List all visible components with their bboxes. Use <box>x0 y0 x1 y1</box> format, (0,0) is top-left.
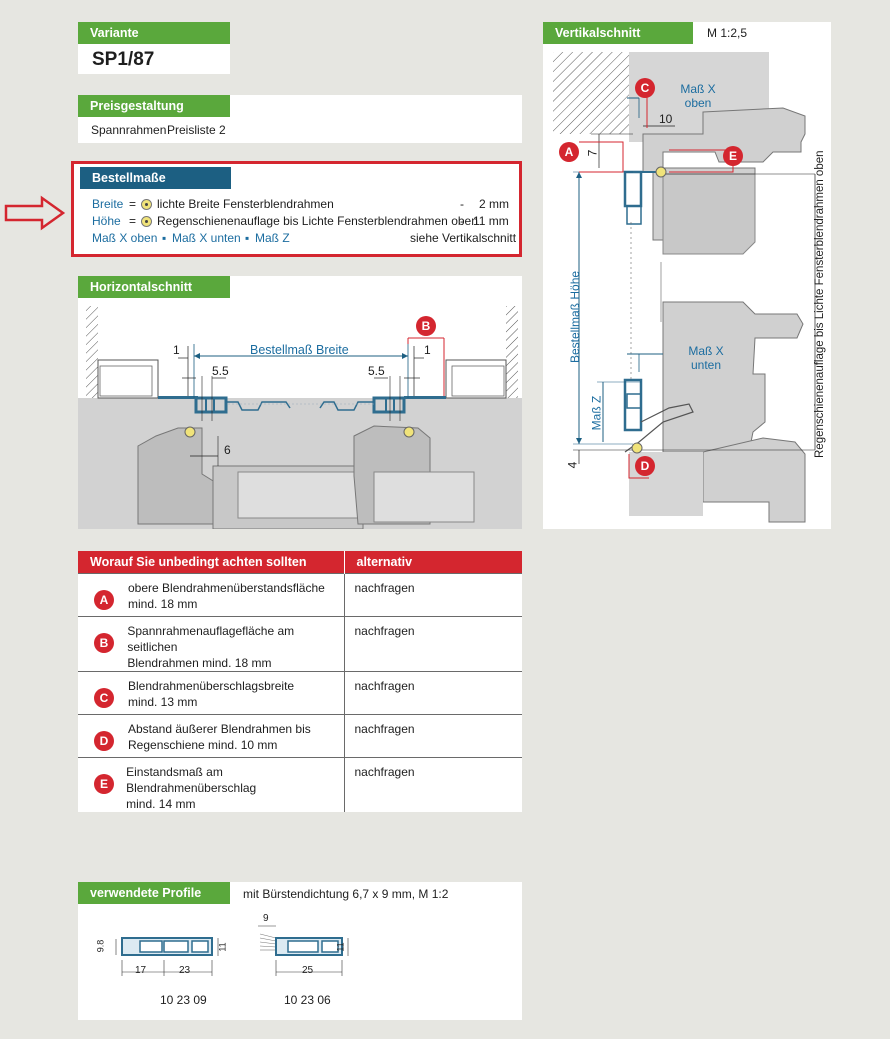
breite-label: Breite <box>92 197 124 211</box>
mass-x-oben-label: Maß X oben <box>92 231 158 245</box>
requirements-header-col1: Worauf Sie unbedingt achten sollten <box>78 551 345 573</box>
vertical-panel: Vertikalschnitt M 1:2,5 A C D E Maß X ob… <box>543 22 831 529</box>
breite-dimension-label: Bestellmaß Breite <box>250 343 349 357</box>
mass-z-label: Maß Z <box>255 231 290 245</box>
badge-a: A <box>559 142 579 162</box>
mass-z-text: Maß Z <box>589 395 604 431</box>
alt-cell: nachfragen <box>344 670 522 714</box>
alt-cell: nachfragen <box>344 572 522 616</box>
badge-a: A <box>94 589 114 610</box>
preis-col1: Spannrahmen <box>91 123 167 137</box>
preis-col2: Preisliste 2 <box>167 123 226 137</box>
horizontal-header: Horizontalschnitt <box>78 276 230 298</box>
right-vertical-label: Regenschienenauflage bis Lichte Fensterb… <box>814 150 826 458</box>
profile-note: mit Bürstendichtung 6,7 x 9 mm, M 1:2 <box>243 887 449 901</box>
badge-b: B <box>416 316 436 336</box>
p2-dim-9: 9 <box>263 913 269 924</box>
dim-1-right: 1 <box>424 343 431 357</box>
requirements-table: Worauf Sie unbedingt achten sollten alte… <box>78 551 522 812</box>
p1-dim-98: 9.8 <box>95 939 106 953</box>
mass-x-unten-text: Maß X unten <box>688 344 724 372</box>
p2-dim-11: 11 <box>335 942 346 952</box>
hoehe-sign: - <box>460 214 464 228</box>
row-text-1: Abstand äußerer Blendrahmen bis <box>128 721 311 736</box>
separator-square-icon: ▪ <box>162 231 167 245</box>
badge-b: B <box>94 632 114 653</box>
row-text-2: mind. 14 mm <box>126 796 196 811</box>
hoehe-value: 11 mm <box>473 214 509 228</box>
p1-dim-17: 17 <box>135 965 147 976</box>
hoehe-dimension-label: Bestellmaß Höhe <box>568 270 582 363</box>
dim-6: 6 <box>224 443 231 457</box>
breite-eq: = <box>129 197 137 211</box>
alt-cell: nachfragen <box>344 615 522 671</box>
p1-dim-11: 11 <box>217 942 228 952</box>
mass-x-unten-label: Maß X unten <box>172 231 241 245</box>
dim-55-left: 5.5 <box>212 364 229 378</box>
profile-panel: verwendete Profile mit Bürstendichtung 6… <box>78 882 522 1020</box>
alt-cell: nachfragen <box>344 713 522 757</box>
vertical-scale: M 1:2,5 <box>707 26 748 40</box>
marker-dot-icon <box>141 199 152 210</box>
profile-drawing <box>115 925 349 976</box>
dim-4: 4 <box>565 461 580 469</box>
badge-c: C <box>635 78 655 98</box>
horizontal-panel: Horizontalschnitt Bestellmaß Breite 1 1 … <box>78 276 522 529</box>
p1-code: 10 23 09 <box>160 993 207 1007</box>
alt-cell: nachfragen <box>344 756 522 812</box>
hoehe-eq: = <box>129 214 137 228</box>
dim-1-left: 1 <box>173 343 180 357</box>
hoehe-label: Höhe <box>92 214 121 228</box>
breite-text: lichte Breite Fensterblendrahmen <box>157 197 334 211</box>
badge-d: D <box>635 456 655 476</box>
bestell-header: Bestellmaße <box>80 167 231 189</box>
p2-code: 10 23 06 <box>284 993 331 1007</box>
row-text-2: mind. 18 mm <box>128 596 198 611</box>
variante-header: Variante <box>78 22 230 44</box>
breite-value: 2 mm <box>479 197 509 211</box>
hoehe-text: Regenschienenauflage bis Lichte Fensterb… <box>157 214 478 228</box>
marker-dot-icon <box>141 216 152 227</box>
badge-e: E <box>723 146 743 166</box>
dim-55-right: 5.5 <box>368 364 385 378</box>
variante-panel: Variante SP1/87 <box>78 22 230 74</box>
row-text-1: Blendrahmenüberschlagsbreite <box>128 678 295 693</box>
mass-x-oben-text: Maß X oben <box>680 82 716 110</box>
preis-panel: Preisgestaltung Spannrahmen Preisliste 2 <box>78 95 522 143</box>
separator-square-icon: ▪ <box>245 231 250 245</box>
requirements-header-col2: alternativ <box>344 551 522 573</box>
row-text-2: Regenschiene mind. 10 mm <box>128 737 278 752</box>
row-text-1: obere Blendrahmenüberstandsfläche <box>128 580 325 595</box>
vertical-header: Vertikalschnitt <box>543 22 693 44</box>
preis-header: Preisgestaltung <box>78 95 230 117</box>
bestell-panel: Bestellmaße Breite = lichte Breite Fenst… <box>71 161 522 257</box>
row-text-2: mind. 13 mm <box>128 694 198 709</box>
vertical-section-drawing <box>553 52 816 523</box>
p1-dim-23: 23 <box>179 965 191 976</box>
badge-d: D <box>94 730 114 751</box>
dim-10: 10 <box>659 112 673 126</box>
badge-c: C <box>94 687 114 708</box>
breite-sign: - <box>460 197 464 211</box>
p2-dim-25: 25 <box>302 965 314 976</box>
bestell-note: siehe Vertikalschnitt <box>410 231 517 245</box>
profile-header: verwendete Profile <box>78 882 230 904</box>
badge-e: E <box>94 773 114 794</box>
dim-7: 7 <box>585 149 600 157</box>
row-text-1: Einstandsmaß am Blendrahmenüberschlag <box>126 764 257 795</box>
horizontal-section-drawing <box>78 306 522 529</box>
pointer-arrow-icon <box>4 195 66 231</box>
row-text-2: Blendrahmen mind. 18 mm <box>127 655 272 670</box>
variante-value: SP1/87 <box>92 49 155 70</box>
row-text-1: Spannrahmenauflagefläche am seitlichen <box>127 623 295 654</box>
